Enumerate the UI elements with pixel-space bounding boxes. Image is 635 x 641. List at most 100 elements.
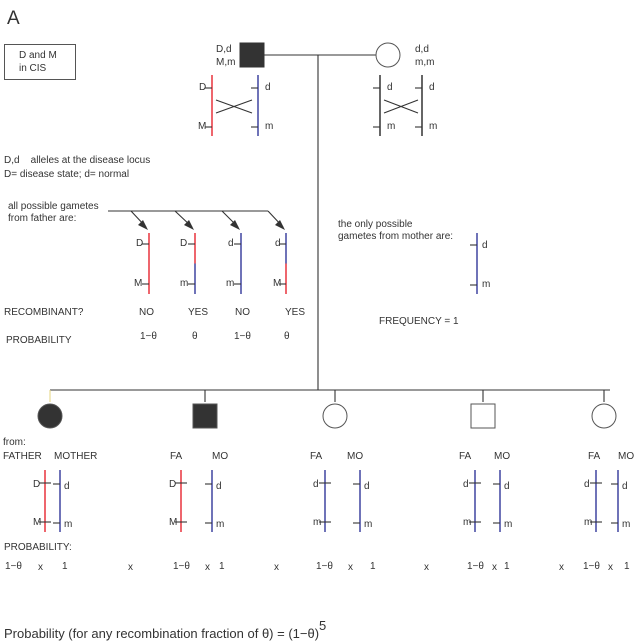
- child2-father-top-allele: D: [169, 479, 177, 490]
- child4-square: [470, 403, 496, 429]
- child5-mother-top-allele: d: [622, 481, 628, 492]
- gamete4-top-allele: d: [275, 238, 281, 249]
- final-probability-exponent: 5: [319, 618, 327, 633]
- child2-father-label: FA: [170, 451, 183, 462]
- child1-father-label: FATHER: [3, 451, 42, 462]
- gamete2-probability: θ: [192, 331, 198, 342]
- child2-square: [192, 403, 218, 429]
- father-chrom1-bottom-allele: M: [198, 121, 207, 132]
- children-probability-label: PROBABILITY:: [4, 542, 72, 553]
- child2-times: x: [205, 562, 210, 573]
- father-genotype-disease: D,d: [216, 44, 232, 55]
- child2-mother-top-allele: d: [216, 481, 222, 492]
- child2-mother-bottom-allele: m: [216, 519, 225, 530]
- mother-chrom2-top-allele: d: [429, 82, 435, 93]
- father-gametes-label-2: from father are:: [8, 213, 77, 224]
- gamete1-bottom-allele: M: [134, 278, 143, 289]
- child3-father-bottom-allele: m: [313, 517, 322, 528]
- between-times-2: x: [274, 562, 279, 573]
- child4-father-bottom-allele: m: [463, 517, 472, 528]
- child1-father-top-allele: D: [33, 479, 41, 490]
- mother-chrom2-bottom-allele: m: [429, 121, 438, 132]
- child3-mother-bottom-allele: m: [364, 519, 373, 530]
- gamete4-arrowhead-icon: [275, 220, 285, 230]
- child3-circle: [322, 403, 348, 429]
- final-probability: Probability (for any recombination fract…: [4, 618, 326, 641]
- gamete3-bottom-allele: m: [226, 278, 235, 289]
- father-crossover-2: [215, 99, 253, 114]
- mother-genotype-marker: m,m: [415, 57, 435, 68]
- definition-alleles: D,d alleles at the disease locus: [4, 155, 151, 166]
- child5-father-top-allele: d: [584, 479, 590, 490]
- child3-mother-label: MO: [347, 451, 364, 462]
- gamete2-bottom-allele: m: [180, 278, 189, 289]
- father-chrom2-bottom-allele: m: [265, 121, 274, 132]
- gamete1-arrowhead-icon: [138, 220, 148, 230]
- children-from-label: from:: [3, 437, 26, 448]
- father-gametes-label-1: all possible gametes: [8, 201, 99, 212]
- child1-mother-top-allele: d: [64, 481, 70, 492]
- child3-mother-top-allele: d: [364, 481, 370, 492]
- cis-legend-line2: in CIS: [19, 63, 47, 74]
- final-probability-text: Probability (for any recombination fract…: [4, 626, 320, 641]
- father-square: [239, 42, 265, 68]
- child5-father-label: FA: [588, 451, 601, 462]
- gamete2-recombinant: YES: [188, 307, 209, 318]
- gamete4-recombinant: YES: [285, 307, 306, 318]
- mother-gamete-bottom-allele: m: [482, 279, 491, 290]
- child3-mother-probability: 1: [370, 561, 376, 572]
- child4-times: x: [492, 562, 497, 573]
- between-times-1: x: [128, 562, 133, 573]
- gamete1-recombinant: NO: [139, 307, 154, 318]
- definition-states: D= disease state; d= normal: [4, 169, 130, 180]
- gamete1-probability: 1−θ: [140, 331, 157, 342]
- gamete3-probability: 1−θ: [234, 331, 251, 342]
- mother-chrom1-top-allele: d: [387, 82, 393, 93]
- gamete3-top-allele: d: [228, 238, 234, 249]
- mother-gametes-label-1: the only possible: [338, 219, 413, 230]
- mother-circle: [375, 42, 401, 68]
- child5-times: x: [608, 562, 613, 573]
- gamete2-top-allele: D: [180, 238, 188, 249]
- child2-mother-probability: 1: [219, 561, 225, 572]
- child5-circle: [591, 403, 617, 429]
- gamete3-recombinant: NO: [235, 307, 250, 318]
- father-chrom1-top-allele: D: [199, 82, 207, 93]
- child4-mother-bottom-allele: m: [504, 519, 513, 530]
- child4-mother-top-allele: d: [504, 481, 510, 492]
- child4-mother-probability: 1: [504, 561, 510, 572]
- child5-father-bottom-allele: m: [584, 517, 593, 528]
- child2-father-bottom-allele: M: [169, 517, 178, 528]
- child4-mother-label: MO: [494, 451, 511, 462]
- child3-times: x: [348, 562, 353, 573]
- mother-genotype-disease: d,d: [415, 44, 429, 55]
- child5-mother-probability: 1: [624, 561, 630, 572]
- child1-circle: [37, 403, 63, 429]
- child5-mother-label: MO: [618, 451, 635, 462]
- child3-father-label: FA: [310, 451, 323, 462]
- child1-father-bottom-allele: M: [33, 517, 42, 528]
- gamete2-arrowhead-icon: [184, 220, 194, 230]
- probability-row-label: PROBABILITY: [6, 335, 72, 346]
- panel-label: A: [7, 8, 20, 29]
- child4-father-top-allele: d: [463, 479, 469, 490]
- child4-father-probability: 1−θ: [467, 561, 484, 572]
- gamete4-bottom-allele: M: [273, 278, 282, 289]
- mother-crossover-2: [383, 99, 419, 114]
- cis-legend-line1: D and M: [19, 50, 57, 61]
- mother-gamete-top-allele: d: [482, 240, 488, 251]
- child1-mother-probability: 1: [62, 561, 68, 572]
- father-chrom2-top-allele: d: [265, 82, 271, 93]
- mother-frequency: FREQUENCY = 1: [379, 316, 459, 327]
- child1-mother-bottom-allele: m: [64, 519, 73, 530]
- between-times-3: x: [424, 562, 429, 573]
- child2-mother-label: MO: [212, 451, 229, 462]
- child3-father-top-allele: d: [313, 479, 319, 490]
- gamete1-top-allele: D: [136, 238, 144, 249]
- between-times-4: x: [559, 562, 564, 573]
- child5-mother-bottom-allele: m: [622, 519, 631, 530]
- child3-father-probability: 1−θ: [316, 561, 333, 572]
- recombinant-row-label: RECOMBINANT?: [4, 307, 84, 318]
- child1-mother-label: MOTHER: [54, 451, 98, 462]
